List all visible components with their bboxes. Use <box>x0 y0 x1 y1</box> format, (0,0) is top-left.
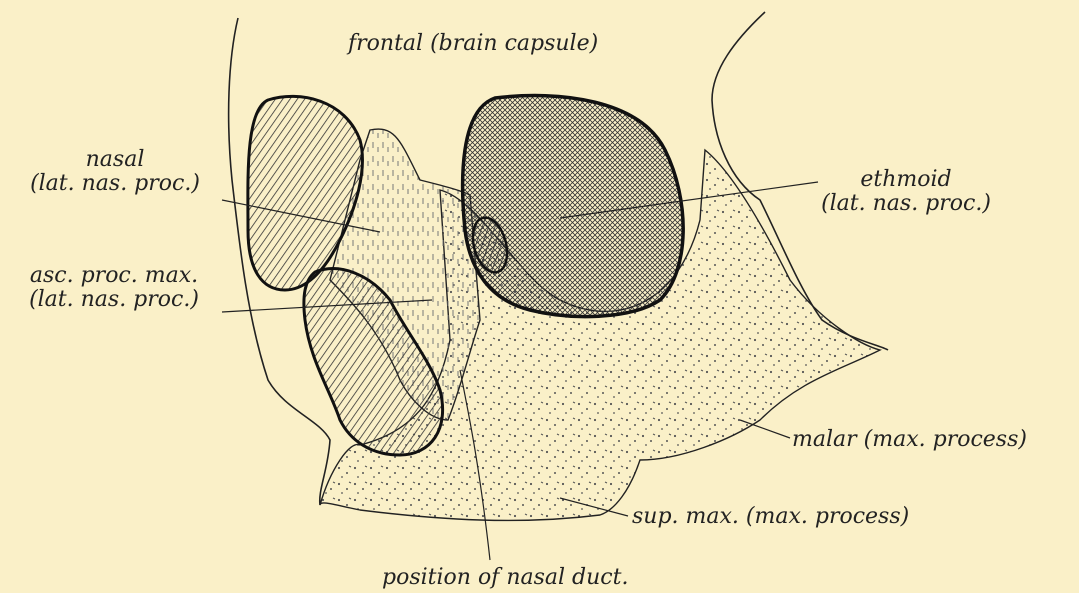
label-sup-max-paren: (max. process) <box>746 504 909 529</box>
label-sup-max-main: sup. max. <box>632 504 739 529</box>
label-ethmoid-line2: (lat. nas. proc.) <box>808 192 1004 216</box>
label-sup-max: sup. max. (max. process) <box>632 505 909 529</box>
label-ethmoid: ethmoid (lat. nas. proc.) <box>808 168 1004 216</box>
label-nasal: nasal (lat. nas. proc.) <box>2 148 228 196</box>
label-asc-proc-max-line2: (lat. nas. proc.) <box>0 288 228 312</box>
label-malar: malar (max. process) <box>792 428 1027 452</box>
label-malar-main: malar <box>792 427 857 452</box>
label-ethmoid-line1: ethmoid <box>808 168 1004 192</box>
label-asc-proc-max: asc. proc. max. (lat. nas. proc.) <box>0 264 228 312</box>
label-malar-paren: (max. process) <box>864 427 1027 452</box>
label-frontal-paren: (brain capsule) <box>430 31 598 56</box>
leader-malar <box>740 420 790 438</box>
label-nasal-line1: nasal <box>2 148 228 172</box>
ethmoid-bone <box>463 96 684 317</box>
label-asc-proc-max-line1: asc. proc. max. <box>0 264 228 288</box>
label-nasal-duct: position of nasal duct. <box>382 566 628 590</box>
label-nasal-line2: (lat. nas. proc.) <box>2 172 228 196</box>
label-frontal-main: frontal <box>348 31 423 56</box>
label-frontal: frontal (brain capsule) <box>348 32 598 56</box>
